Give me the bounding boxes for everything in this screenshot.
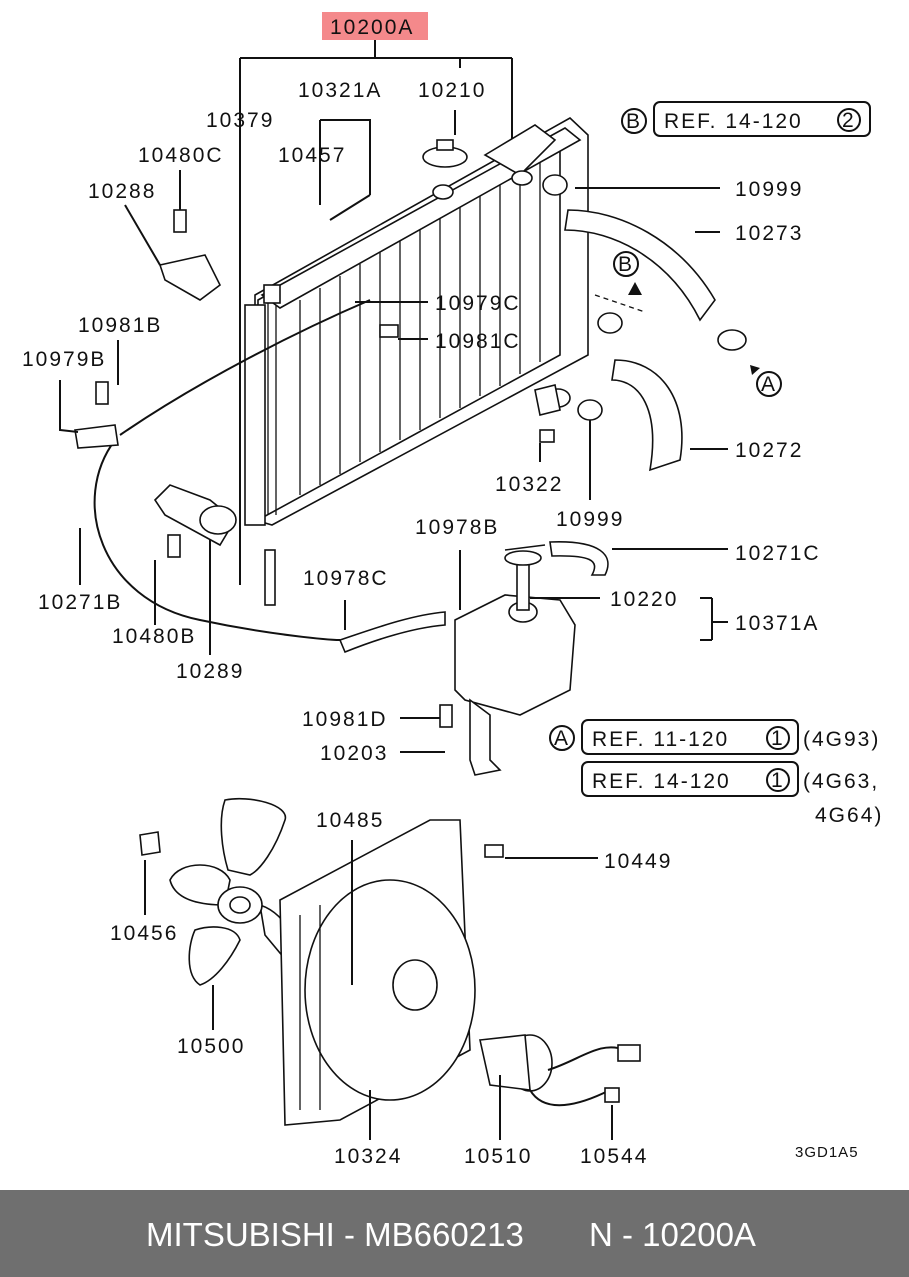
leader-10200A xyxy=(239,40,513,585)
label-10979B[interactable]: 10979B xyxy=(22,348,106,371)
fan-motor xyxy=(479,1034,641,1107)
tank-bracket xyxy=(469,698,502,776)
label-10449[interactable]: 10449 xyxy=(604,850,672,873)
footer-reference: N - 10200A xyxy=(589,1216,756,1253)
label-10500[interactable]: 10500 xyxy=(177,1035,245,1058)
label-10480C[interactable]: 10480C xyxy=(138,144,224,167)
label-10480B[interactable]: 10480B xyxy=(112,625,196,648)
marker-b-ref: B xyxy=(626,110,642,133)
label-10272[interactable]: 10272 xyxy=(735,439,803,462)
fan-shroud xyxy=(279,819,476,1126)
overflow-hose-upper xyxy=(119,299,371,436)
ref-a2-note-line2: 4G64) xyxy=(815,804,883,827)
label-10979C[interactable]: 10979C xyxy=(435,292,521,315)
marker-a-hose: A xyxy=(761,373,777,396)
ref-a2-num: 1 xyxy=(771,769,785,792)
label-10999-bottom[interactable]: 10999 xyxy=(556,508,624,531)
marker-b-hose: B xyxy=(618,253,634,276)
label-10289[interactable]: 10289 xyxy=(176,660,244,683)
ref-a2-note-line1: (4G63, xyxy=(803,770,879,793)
label-10978C[interactable]: 10978C xyxy=(303,567,389,590)
label-10288[interactable]: 10288 xyxy=(88,180,156,203)
label-10324[interactable]: 10324 xyxy=(334,1145,402,1168)
label-10981B[interactable]: 10981B xyxy=(78,314,162,337)
reserve-tank xyxy=(454,541,609,716)
label-10485[interactable]: 10485 xyxy=(316,809,384,832)
label-10220[interactable]: 10220 xyxy=(610,588,678,611)
label-10978B[interactable]: 10978B xyxy=(415,516,499,539)
arrow-b xyxy=(628,282,642,295)
label-10371A[interactable]: 10371A xyxy=(735,612,819,635)
label-10999-top[interactable]: 10999 xyxy=(735,178,803,201)
hose-10978C xyxy=(338,611,446,654)
ref-b-text[interactable]: REF. 14-120 xyxy=(664,110,803,133)
clip-10979B xyxy=(74,424,119,449)
ref-a1-text[interactable]: REF. 11-120 xyxy=(592,728,729,751)
radiator-cap xyxy=(422,139,468,168)
label-10203[interactable]: 10203 xyxy=(320,742,388,765)
footer-bar: MITSUBISHI - MB660213 N - 10200A xyxy=(0,1190,909,1277)
label-10271C[interactable]: 10271C xyxy=(735,542,821,565)
ref-b-num: 2 xyxy=(842,109,856,132)
label-10379[interactable]: 10379 xyxy=(206,109,274,132)
ref-a2-text[interactable]: REF. 14-120 xyxy=(592,770,731,793)
dash-b xyxy=(594,294,646,313)
label-10981D[interactable]: 10981D xyxy=(302,708,388,731)
footer-brand-part: MITSUBISHI - MB660213 xyxy=(146,1216,524,1253)
hose-clamps xyxy=(542,174,747,421)
label-10322[interactable]: 10322 xyxy=(495,473,563,496)
overflow-hose-10271B xyxy=(93,439,341,641)
label-10510[interactable]: 10510 xyxy=(464,1145,532,1168)
ref-a1-num: 1 xyxy=(771,727,785,750)
part-labels: 10379 10321A 10210 10480C 10457 10288 10… xyxy=(22,79,821,1168)
bracket-10288 xyxy=(158,254,222,301)
radiator-core xyxy=(244,117,589,606)
parts-diagram: 10200A xyxy=(22,12,883,1168)
arrow-a xyxy=(750,365,760,375)
reference-boxes: REF. 14-120 2 REF. 11-120 1 (4G93) REF. … xyxy=(581,101,883,827)
marker-a-ref: A xyxy=(554,727,570,750)
label-10544[interactable]: 10544 xyxy=(580,1145,648,1168)
label-10456[interactable]: 10456 xyxy=(110,922,178,945)
main-assembly-highlight xyxy=(322,12,428,40)
label-10210[interactable]: 10210 xyxy=(418,79,486,102)
circle-markers: B B A A xyxy=(549,108,782,751)
label-10271B[interactable]: 10271B xyxy=(38,591,122,614)
fan-blade xyxy=(169,797,295,986)
upper-hose xyxy=(564,209,716,322)
diagram-code: 3GD1A5 xyxy=(795,1144,859,1161)
label-10321A[interactable]: 10321A xyxy=(298,79,382,102)
label-10200A[interactable]: 10200A xyxy=(330,16,414,39)
grommet-10289 xyxy=(199,505,237,535)
ref-a1-note: (4G93) xyxy=(803,728,880,751)
label-10981C[interactable]: 10981C xyxy=(435,330,521,353)
nut-10456 xyxy=(139,831,161,856)
label-10457[interactable]: 10457 xyxy=(278,144,346,167)
leader-lines xyxy=(59,110,728,1140)
label-10273[interactable]: 10273 xyxy=(735,222,803,245)
lower-hose xyxy=(611,359,683,472)
